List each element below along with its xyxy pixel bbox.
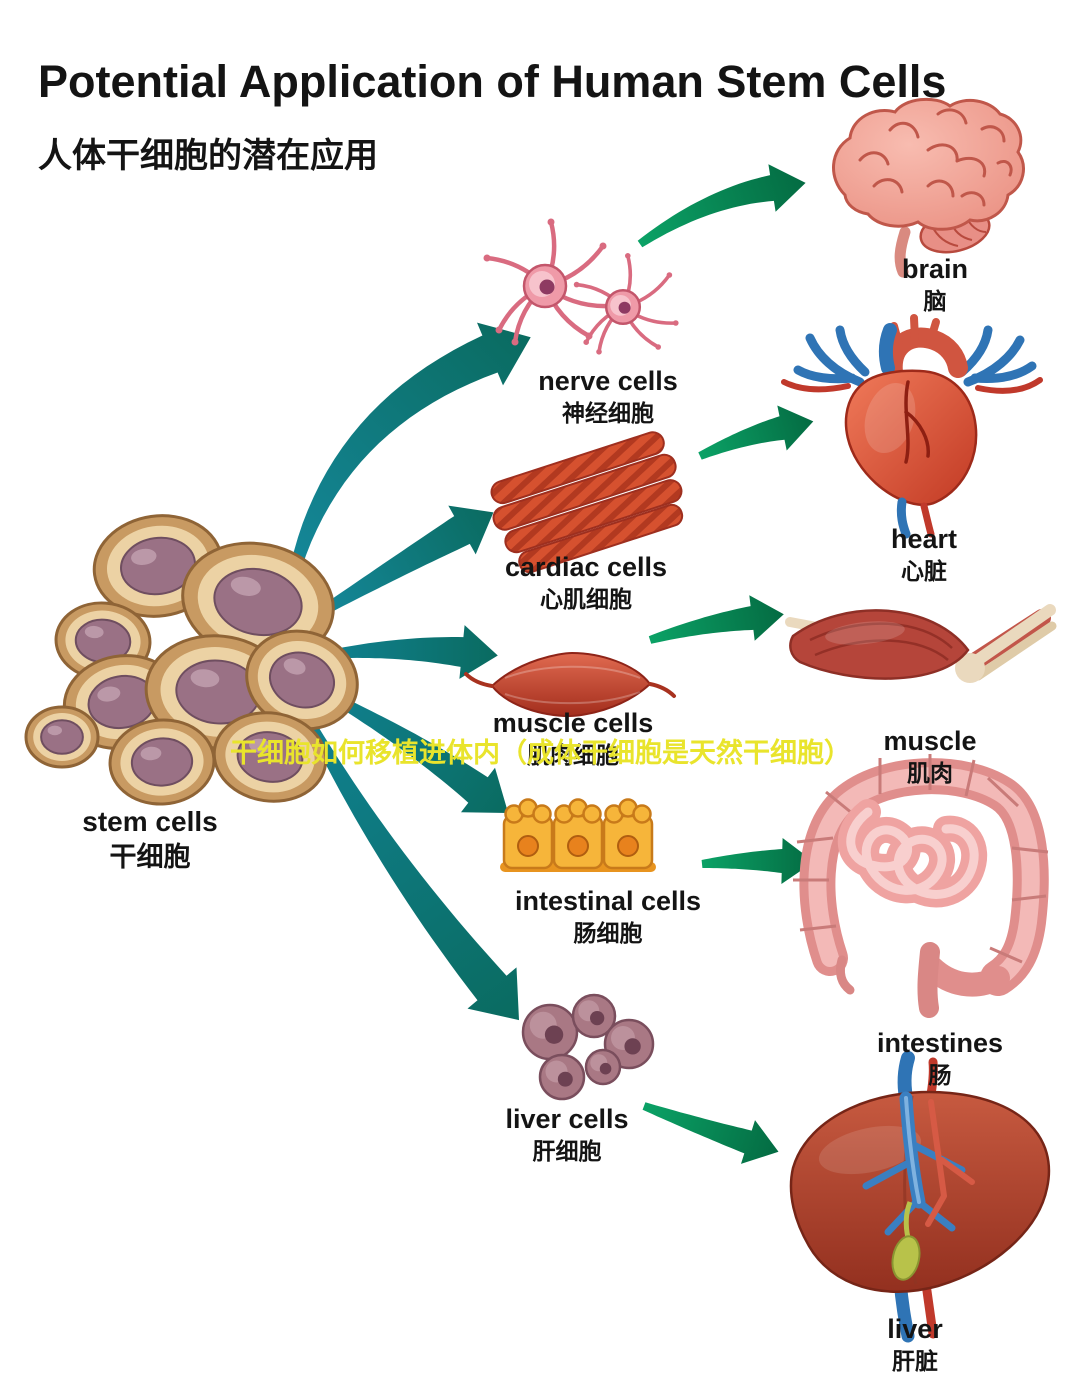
neuron [573,253,679,355]
intestines-illustration [793,754,1049,1018]
liver-cell [521,1003,579,1061]
label-nerve-cells: nerve cells 神经细胞 [538,366,678,427]
intestinal-cell [502,798,554,870]
label-heart: heart 心脏 [891,524,957,585]
brain-illustration [832,97,1025,278]
muscle-cells-zh: 肌肉细胞 [526,742,619,769]
watermark-text: 干细胞如何移植进体内（成体干细胞是天然干细胞） [230,738,851,768]
cardiac-cells-zh: 心肌细胞 [540,586,632,613]
liver-zh: 肝脏 [891,1348,938,1373]
label-stem-cells: stem cells 干细胞 [82,806,217,873]
label-intestinal-cells: intestinal cells 肠细胞 [515,886,701,947]
brain-en: brain [901,254,969,284]
liver-cells-en: liver cells [505,1104,629,1134]
intestinal-cells-illustration [500,798,656,872]
heart-zh: 心脏 [901,558,947,585]
arrow-liver-to-liver [642,1102,779,1164]
arrow-stem-to-cardiac-cells [315,505,494,618]
liver-en: liver [887,1314,943,1344]
liver-cell [538,1053,586,1101]
label-cardiac-cells: cardiac cells 心肌细胞 [505,552,667,613]
arrow-stem-to-nerve-cells [287,322,531,584]
heart-en: heart [890,524,958,554]
arrow-cardiac-to-heart [698,405,814,460]
intestinal-cells-zh: 肠细胞 [573,920,643,947]
intestinal-cell [602,798,654,870]
muscle-zh: 肌肉 [907,760,953,787]
muscle-en: muscle [883,726,977,756]
arrow-stem-to-muscle-cells [331,625,498,679]
brain-zh: 脑 [923,288,947,315]
label-brain: brain 脑 [902,254,968,315]
arrows [287,164,814,1164]
liver-cells-illustration [521,993,655,1101]
arrow-stem-to-liver-cells [307,723,519,1021]
arrow-intestinal-to-intestines [701,838,814,884]
intestinal-cell [552,798,604,870]
stem-cells-illustration [24,514,359,806]
liver-illustration [789,1051,1051,1343]
stem-cells-zh: 干细胞 [109,842,191,873]
label-liver-cells: liver cells 肝细胞 [505,1104,628,1165]
neuron [483,218,615,346]
arrow-nerve-to-brain [637,164,806,248]
label-muscle-cells: muscle cells 肌肉细胞 [493,708,654,769]
liver-cell [584,1048,622,1086]
stem-cell [245,629,359,731]
muscle-cells-en: muscle cells [492,708,654,738]
intestines-zh: 肠 [928,1062,952,1089]
liver-cells-zh: 肝细胞 [532,1138,602,1165]
arrow-stem-to-intestinal-cells [327,692,509,813]
heart-illustration [781,314,1043,539]
intestinal-cells-en: intestinal cells [514,886,702,916]
nerve-cells-zh: 神经细胞 [561,400,654,427]
stem-cell [24,705,100,769]
stem-cell [212,711,328,803]
stem-cells-en: stem cells [82,806,218,837]
liver-cell [571,993,617,1039]
arrow-muscle-to-muscle [648,595,784,644]
label-liver: liver 肝脏 [887,1314,943,1373]
label-muscle: muscle 肌肉 [883,726,976,787]
intestines-en: intestines [876,1028,1004,1058]
muscle-illustration [785,604,1057,683]
page-subtitle: 人体干细胞的潜在应用 [38,137,378,176]
muscle-cells-illustration [464,651,676,718]
nerve-cells-illustration [483,218,679,355]
nerve-cells-en: nerve cells [538,366,678,396]
label-intestines: intestines 肠 [877,1028,1003,1089]
page-title: Potential Application of Human Stem Cell… [38,56,947,108]
cardiac-cells-illustration [490,431,684,574]
cardiac-cells-en: cardiac cells [504,552,668,582]
